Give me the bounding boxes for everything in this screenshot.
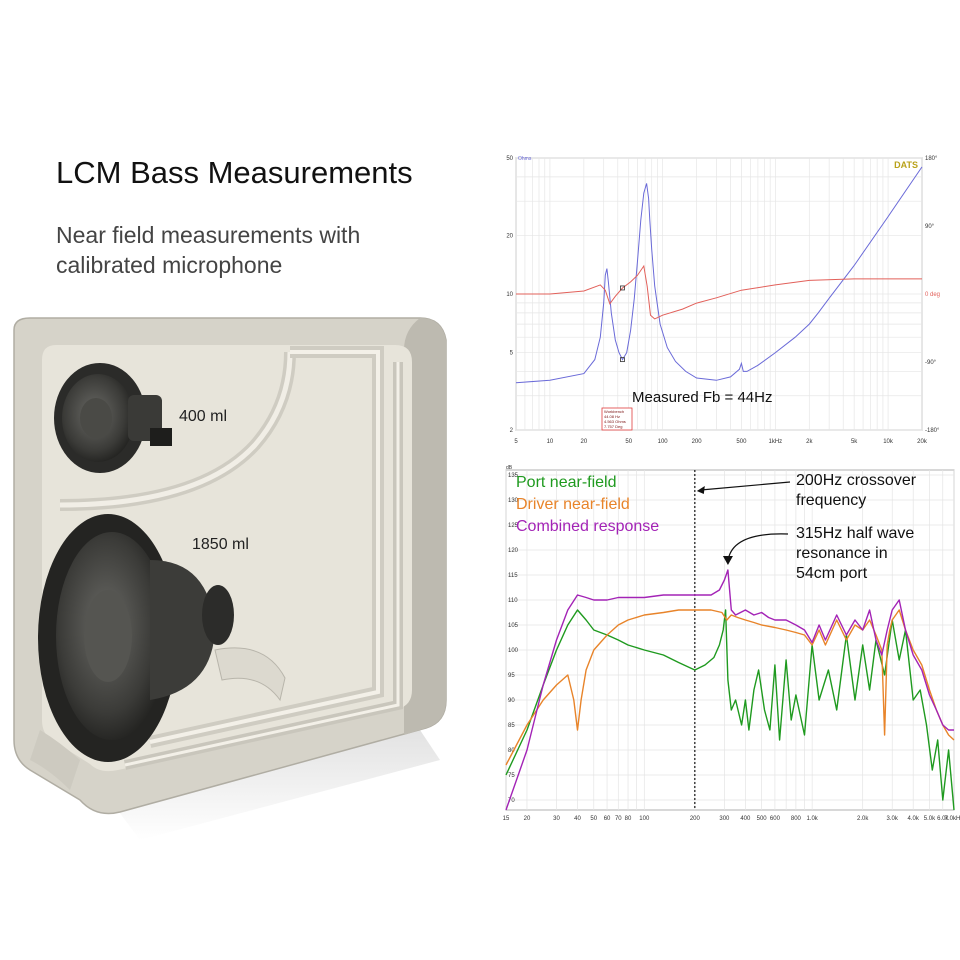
page-title: LCM Bass Measurements [56,155,413,190]
fr-x-tick-label: 500 [757,816,768,822]
page-subtitle: Near field measurements with calibrated … [56,222,361,278]
phase-cursor-marker [620,285,625,291]
impedance-x-tick-label: 500 [736,439,747,445]
fr-y-tick-label: 80 [508,748,515,754]
woofer-driver [38,514,234,762]
legend-port: Port near-field [516,474,617,491]
fr-y-tick-label: 110 [508,598,518,604]
crossover-arrow [700,481,791,491]
fr-y-tick-label: 75 [508,773,515,779]
impedance-phase-tick-label: -180° [925,428,940,434]
fr-x-tick-label: 200 [690,816,701,822]
fr-x-tick-label: 400 [740,816,751,822]
fr-x-tick-label: 300 [719,816,730,822]
impedance-magnitude-line [515,166,923,384]
crossover-arrowhead [696,486,705,494]
impedance-y-tick-label: 10 [506,292,513,298]
fr-x-tick-label: 3.0k [887,816,899,822]
fr-y-tick-label: 120 [508,548,519,554]
impedance-x-tick-label: 2k [806,439,813,445]
driver-response-line [505,609,955,766]
fr-x-tick-label: 20 [524,816,531,822]
fr-y-tick-label: 105 [508,623,519,629]
impedance-x-tick-label: 1kHz [769,439,783,445]
cursor-readout-line: Workbench [604,409,624,414]
ground-shadow [110,730,440,840]
fr-y-tick-label: 135 [508,473,519,479]
impedance-x-tick-label: 10k [883,439,894,445]
fr-y-tick-label: 100 [508,648,519,654]
fr-y-tick-label: 115 [508,573,518,579]
impedance-y-tick-label: 20 [506,233,513,239]
impedance-phase-tick-label: -90° [925,360,937,366]
fr-x-tick-label: 600 [770,816,781,822]
fr-y-tick-label: 125 [508,523,519,529]
impedance-x-tick-label: 20k [917,439,928,445]
upper-chamber-volume: 400 ml [179,408,227,425]
cursor-readout-box [601,407,633,431]
fb-annotation: Measured Fb = 44Hz [632,389,773,406]
impedance-x-tick-label: 5k [851,439,858,445]
fr-x-tick-label: 2.0k [857,816,869,822]
small-driver [54,363,172,473]
fr-y-tick-label: 70 [508,798,515,804]
impedance-y-tick-label: 5 [510,351,514,357]
fr-x-tick-label: 800 [791,816,802,822]
impedance-y-tick-label: 50 [506,156,513,162]
fr-x-tick-label: 40 [574,816,581,822]
fr-x-tick-label: 15 [503,816,510,822]
fr-x-tick-label: 6.0k [937,816,949,822]
impedance-phase-tick-label: 0 deg [925,292,940,298]
fr-x-tick-label: 7.0kHz [945,816,960,822]
fr-y-unit-label: dB [506,465,513,471]
fr-x-tick-label: 30 [553,816,560,822]
impedance-x-tick-label: 50 [625,439,632,445]
frequency-response-chart: 135 130 125 120 115 110 105 100 95 90 85 80 75 70 dB 15… [498,462,960,828]
impedance-x-tick-label: 100 [658,439,669,445]
legend-driver: Driver near-field [516,496,630,513]
impedance-y-unit-label: Ohms [518,156,532,162]
fr-plot-frame [505,469,955,811]
fr-x-tick-label: 1.0k [806,816,818,822]
fr-y-tick-label: 90 [508,698,515,704]
cursor-readout-line: 4.563 Ohms [604,419,626,424]
fr-x-tick-label: 4.0k [908,816,920,822]
fr-y-tick-label: 85 [508,723,515,729]
lower-chamber-volume: 1850 ml [192,536,249,553]
port-bend [214,647,286,702]
fr-x-tick-label: 50 [590,816,597,822]
fr-x-tick-label: 60 [604,816,611,822]
dats-badge: DATS [894,160,918,170]
impedance-x-tick-label: 20 [581,439,588,445]
legend-combined: Combined response [516,518,659,535]
resonance-arrowhead [722,556,733,565]
resonance-arrow [727,533,789,562]
impedance-cursor-marker [620,357,625,363]
fr-x-tick-label: 5.0k [924,816,936,822]
port-response-line [505,609,955,811]
cabinet-side-face [404,318,446,735]
fr-y-tick-label: 95 [508,673,515,679]
cabinet-illustration: 400 ml 1850 ml [13,317,447,840]
impedance-x-tick-label: 5 [514,439,518,445]
fr-x-tick-label: 100 [639,816,650,822]
cursor-readout-line: 44.08 Hz [604,414,620,419]
combined-response-line [505,569,954,811]
fr-x-tick-label: 70 [615,816,622,822]
impedance-y-tick-label: 2 [510,428,514,434]
impedance-phase-tick-label: 180° [925,156,938,162]
impedance-x-tick-label: 10 [547,439,554,445]
cursor-readout-line: 7.757 Deg [604,424,622,429]
fr-y-tick-label: 130 [508,498,519,504]
impedance-phase-line [516,264,922,320]
fr-x-tick-label: 80 [625,816,632,822]
impedance-x-tick-label: 200 [692,439,703,445]
impedance-phase-tick-label: 90° [925,224,935,230]
